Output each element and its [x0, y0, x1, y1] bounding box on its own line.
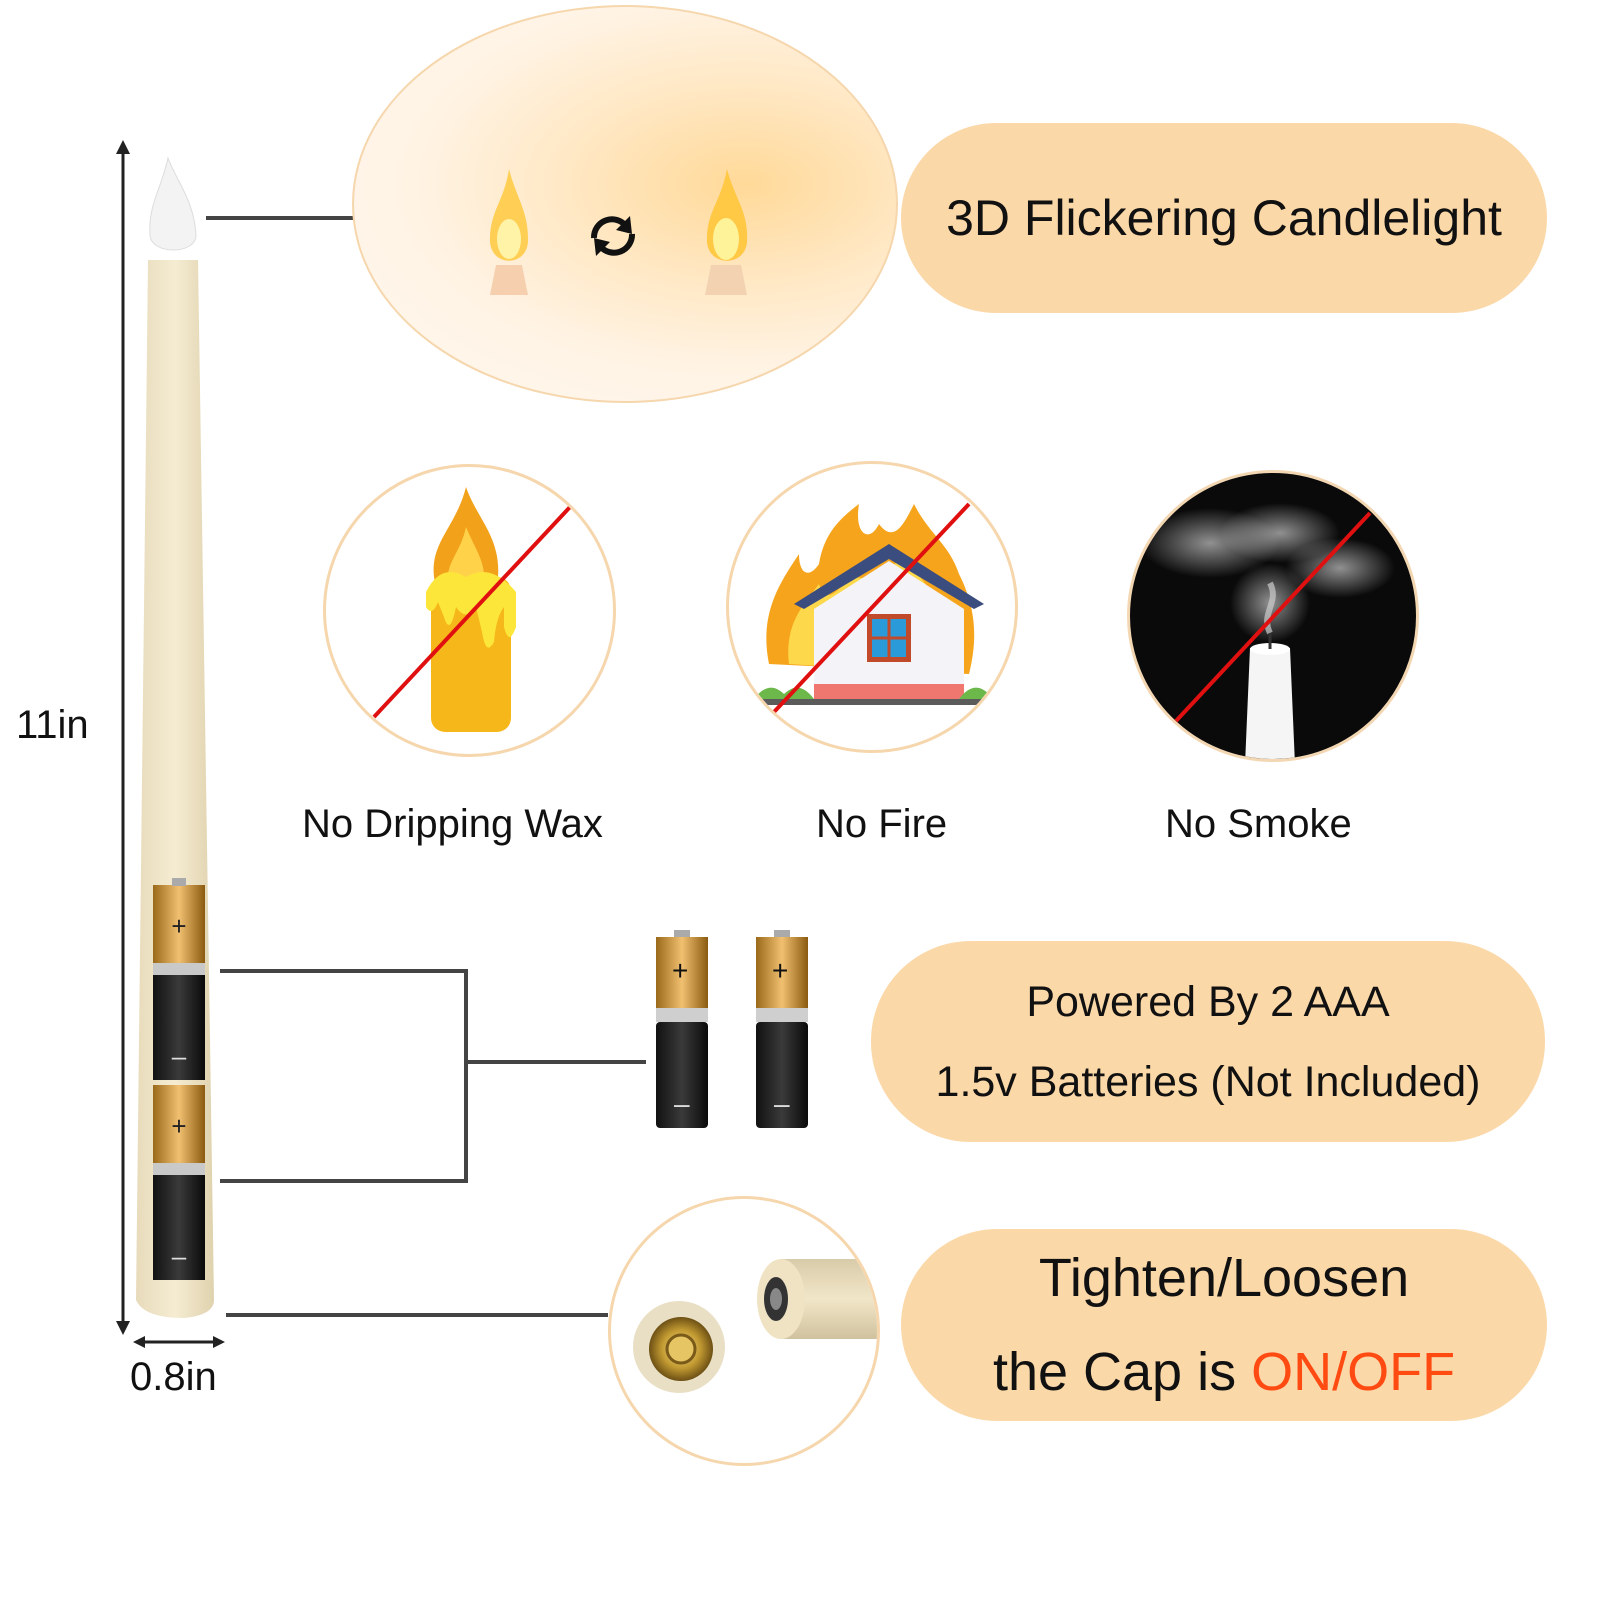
battery-line1: Powered By 2 AAA — [1026, 977, 1390, 1026]
flicker-text: 3D Flickering Candlelight — [946, 190, 1502, 246]
candle-figure: + – + – — [0, 0, 260, 1420]
height-label: 11in — [16, 703, 89, 747]
connector-line — [226, 1313, 608, 1317]
battery-minus-2: – — [774, 1088, 790, 1119]
connector-line — [220, 1179, 468, 1183]
width-dimension-arrow — [133, 1336, 225, 1348]
cap-line1: Tighten/Loosen — [1038, 1248, 1410, 1308]
svg-text:+: + — [171, 1111, 186, 1141]
cap-pill: Tighten/Loosen the Cap is ON/OFF — [901, 1229, 1547, 1421]
flicker-pill: 3D Flickering Candlelight — [901, 123, 1547, 313]
battery-line2: 1.5v Batteries (Not Included) — [935, 1057, 1481, 1106]
connector-line — [464, 969, 468, 1183]
battery-icon — [756, 930, 808, 1128]
house-fire-icon — [749, 502, 1011, 714]
flame-left-icon — [489, 169, 529, 295]
battery-plus-1: + — [672, 955, 689, 986]
height-dimension-arrow — [116, 140, 130, 1335]
svg-text:+: + — [171, 911, 186, 941]
candle-icon — [372, 487, 572, 732]
connector-line — [220, 969, 468, 973]
taper-candle: + – + – — [136, 156, 214, 1318]
flicker-ellipse — [352, 5, 898, 403]
no-wax-circle — [323, 464, 616, 757]
battery-minus-1: – — [674, 1088, 690, 1119]
no-smoke-circle — [1127, 470, 1419, 762]
cap-line2-prefix: the Cap is — [992, 1342, 1252, 1402]
refresh-icon — [591, 216, 635, 256]
battery-icon — [656, 930, 708, 1128]
svg-text:–: – — [172, 1041, 187, 1071]
no-fire-circle — [726, 461, 1018, 753]
flame-right-icon — [705, 169, 748, 295]
cap-on-off-highlight: ON/OFF — [1251, 1342, 1456, 1402]
connector-line — [206, 216, 354, 220]
cap-closeup-icon — [633, 1259, 877, 1393]
cap-circle — [608, 1196, 880, 1466]
no-wax-label: No Dripping Wax — [302, 802, 603, 846]
svg-text:–: – — [172, 1241, 187, 1271]
battery-plus-2: + — [772, 955, 789, 986]
width-label: 0.8in — [130, 1355, 217, 1399]
no-fire-label: No Fire — [816, 802, 948, 846]
cap-line2: the Cap is ON/OFF — [993, 1325, 1455, 1419]
smoke-candle-icon — [1140, 503, 1395, 759]
connector-line — [464, 1060, 646, 1064]
no-smoke-label: No Smoke — [1165, 802, 1352, 846]
battery-pill: Powered By 2 AAA 1.5v Batteries (Not Inc… — [871, 941, 1545, 1142]
